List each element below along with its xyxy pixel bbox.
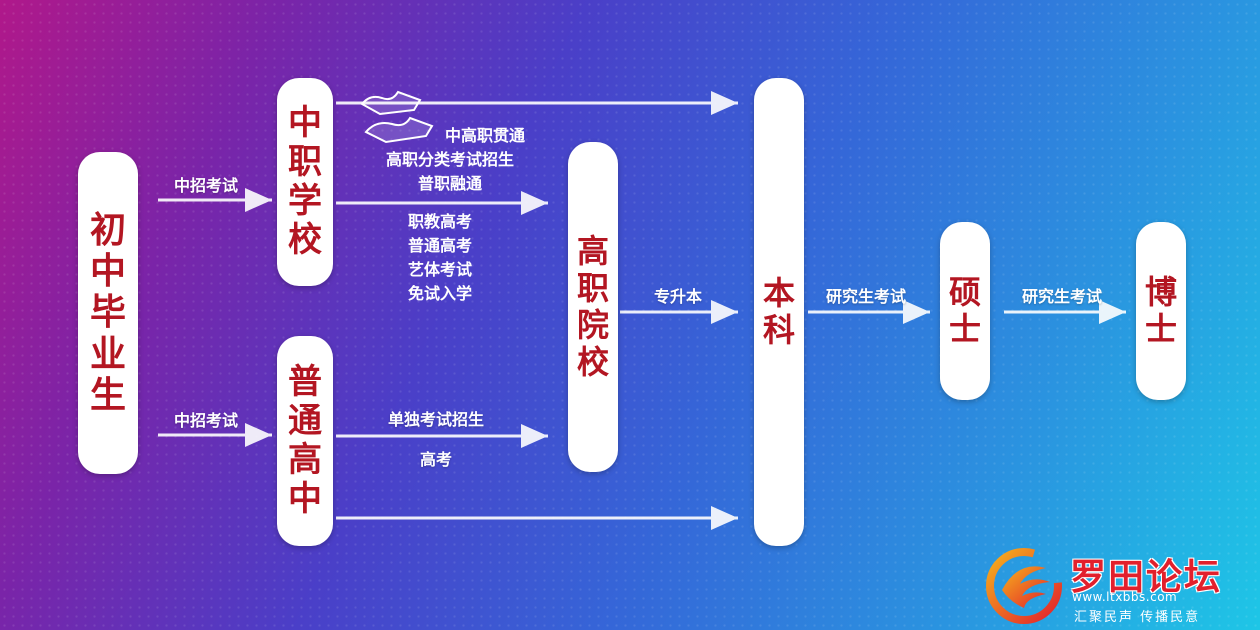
edge-label-line: 艺体考试 xyxy=(407,260,473,279)
edge-label-vocational-to-bachelor: 中高职贯通 高职分类考试招生 普职融通 xyxy=(375,124,525,196)
node-master: 硕士 xyxy=(940,222,990,400)
edge-label-highschool-to-college-2: 高考 xyxy=(419,450,453,469)
edge-label-master-to-doctor: 研究生考试 xyxy=(1021,287,1103,306)
edge-label-zhongzhao-top: 中招考试 xyxy=(173,176,239,195)
node-vocational-college-label: 高职院校 xyxy=(577,232,610,381)
logo-slogan: 汇聚民声 传播民意 xyxy=(1074,610,1201,625)
edge-label-bachelor-to-master: 研究生考试 xyxy=(825,287,907,306)
node-junior-graduate: 初中毕业生 xyxy=(78,152,138,474)
logo-title: 罗田论坛 xyxy=(1070,556,1223,598)
node-bachelor-label: 本科 xyxy=(763,274,796,349)
node-vocational-school-label: 中职学校 xyxy=(288,102,322,261)
edge-label-line: 中高职贯通 xyxy=(444,126,526,145)
edge-label-vocational-to-college: 职教高考 普通高考 艺体考试 免试入学 xyxy=(408,210,472,306)
edge-label-line: 免试入学 xyxy=(407,284,473,303)
node-doctor: 博士 xyxy=(1136,222,1186,400)
edge-label-line: 普职融通 xyxy=(417,174,483,193)
node-doctor-label: 博士 xyxy=(1145,273,1178,348)
node-junior-graduate-label: 初中毕业生 xyxy=(90,209,127,417)
edge-label-highschool-to-college-1: 单独考试招生 xyxy=(387,410,485,429)
edge-label-line: 职教高考 xyxy=(407,212,473,231)
logo-url: www.ltxbbs.com xyxy=(1072,590,1178,604)
node-vocational-school: 中职学校 xyxy=(277,78,333,286)
node-vocational-college: 高职院校 xyxy=(568,142,618,472)
node-bachelor: 本科 xyxy=(754,78,804,546)
like-sticker-icon xyxy=(360,90,434,144)
node-master-label: 硕士 xyxy=(949,273,982,348)
edge-label-college-to-bachelor: 专升本 xyxy=(653,287,703,306)
node-high-school: 普通高中 xyxy=(277,336,333,546)
forum-logo: 罗田论坛 www.ltxbbs.com 汇聚民声 传播民意 xyxy=(980,546,1240,626)
edge-label-zhongzhao-bottom: 中招考试 xyxy=(173,411,239,430)
node-high-school-label: 普通高中 xyxy=(288,361,322,520)
edge-label-line: 普通高考 xyxy=(407,236,473,255)
edge-label-line: 高职分类考试招生 xyxy=(385,150,515,169)
phoenix-emblem-icon xyxy=(986,548,1062,624)
